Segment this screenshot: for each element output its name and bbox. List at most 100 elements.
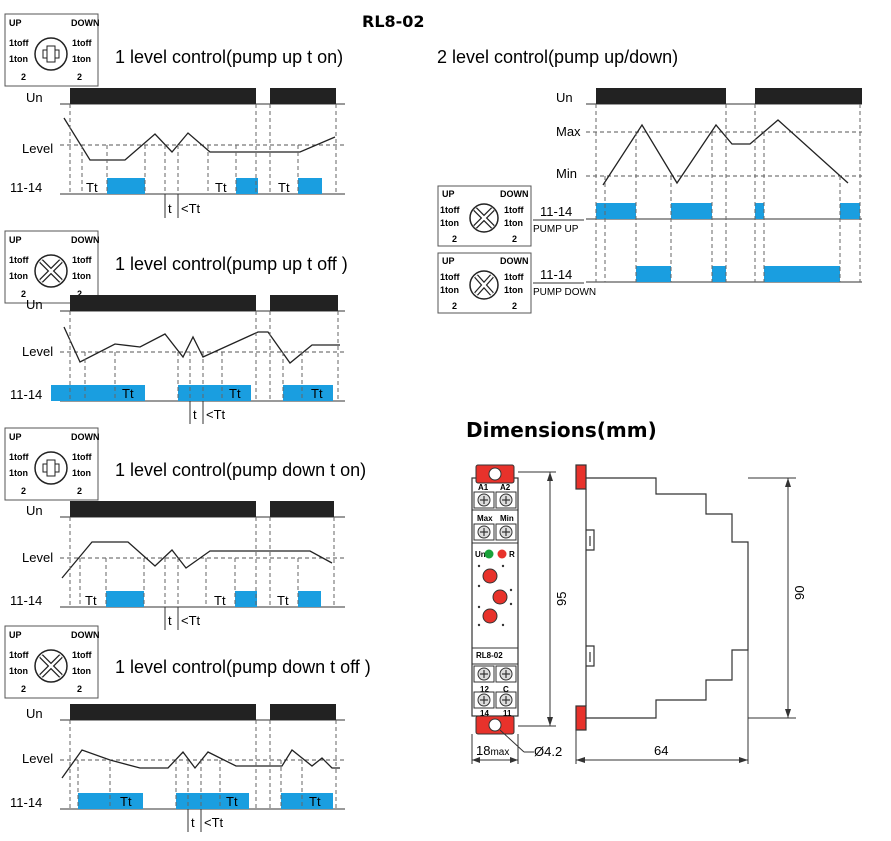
svg-text:t: t [168, 201, 172, 216]
svg-text:Tt: Tt [214, 593, 226, 608]
svg-text:Tt: Tt [122, 386, 134, 401]
svg-text:11-14: 11-14 [540, 204, 572, 219]
output-pulse [281, 793, 333, 809]
dim-height-total: 95 [554, 592, 569, 606]
svg-text:Un: Un [26, 503, 43, 518]
svg-text:1ton: 1ton [72, 54, 91, 64]
output-pulse [178, 385, 251, 401]
svg-text:2: 2 [21, 684, 26, 694]
svg-text:Tt: Tt [309, 794, 321, 809]
svg-text:Level: Level [22, 141, 53, 156]
supply-bar [70, 88, 256, 104]
svg-text:R: R [509, 550, 515, 559]
svg-text:1toff: 1toff [504, 205, 524, 215]
dim-width: 18max [476, 743, 509, 758]
svg-text:1ton: 1ton [72, 271, 91, 281]
svg-text:1toff: 1toff [72, 38, 92, 48]
svg-text:1toff: 1toff [9, 452, 29, 462]
svg-text:1ton: 1ton [9, 54, 28, 64]
output-pulse [176, 793, 249, 809]
svg-text:14: 14 [480, 709, 489, 718]
output-pulse [712, 266, 726, 282]
svg-text:Tt: Tt [215, 180, 227, 195]
level-curve [602, 119, 849, 186]
svg-text:Max: Max [477, 514, 493, 523]
device-side-view [575, 464, 749, 731]
output-pulse [764, 266, 840, 282]
panel-title: 1 level control(pump down t off ) [115, 657, 371, 677]
panel-pump-up-t-on: UP DOWN 1toff 1ton 1toff 1ton 2 2 1 leve… [4, 13, 345, 218]
svg-text:1toff: 1toff [440, 272, 460, 282]
svg-text:1toff: 1toff [9, 38, 29, 48]
supply-bar [270, 295, 338, 311]
svg-text:DOWN: DOWN [71, 630, 100, 640]
knob-icon[interactable] [482, 568, 498, 584]
svg-text:2: 2 [512, 234, 517, 244]
svg-text:1toff: 1toff [9, 255, 29, 265]
mode-switch: UP DOWN 1toff 1ton 1toff 1ton 2 2 [4, 230, 100, 304]
knob-icon[interactable] [482, 608, 498, 624]
output-pulse [236, 178, 258, 194]
svg-text:UP: UP [442, 189, 455, 199]
output-pulse [107, 178, 145, 194]
pump-up-label: PUMP UP [533, 224, 579, 235]
svg-text:DOWN: DOWN [500, 189, 529, 199]
switch-down-label: DOWN [71, 18, 100, 28]
level-curve [63, 117, 336, 161]
svg-text:DOWN: DOWN [71, 235, 100, 245]
svg-text:UP: UP [9, 630, 22, 640]
svg-text:2: 2 [77, 289, 82, 299]
dim-depth: 64 [654, 743, 668, 758]
svg-text:1toff: 1toff [9, 650, 29, 660]
svg-text:2: 2 [21, 289, 26, 299]
level-curve [61, 541, 333, 579]
svg-text:1toff: 1toff [72, 255, 92, 265]
pump-down-label: PUMP DOWN [533, 287, 596, 298]
dimensions-title: Dimensions(mm) [466, 418, 657, 442]
svg-text:t: t [191, 815, 195, 830]
svg-text:12: 12 [480, 685, 489, 694]
svg-text:UP: UP [9, 235, 22, 245]
svg-text:Tt: Tt [86, 180, 98, 195]
knob-icon[interactable] [492, 589, 508, 605]
device-front-view: A1 A2 Max Min Un R RL8-02 12 [471, 464, 519, 735]
output-pulse [298, 178, 322, 194]
mode-switch: UP DOWN 1toff 1ton 1toff 1ton 2 2 [4, 13, 100, 87]
svg-text:2: 2 [77, 72, 82, 82]
svg-text:<Tt: <Tt [181, 613, 201, 628]
svg-text:Un: Un [26, 90, 43, 105]
svg-text:1ton: 1ton [72, 666, 91, 676]
svg-text:Min: Min [500, 514, 514, 523]
svg-text:Tt: Tt [85, 593, 97, 608]
output-pulse [596, 203, 636, 219]
svg-text:t: t [168, 613, 172, 628]
output-pulse [51, 385, 145, 401]
svg-text:Tt: Tt [120, 794, 132, 809]
svg-text:11-14: 11-14 [10, 180, 42, 195]
panel-pump-down-t-on: UP DOWN 1toff 1ton 1toff 1ton 2 2 1 leve… [4, 427, 366, 630]
switch-up-label: UP [9, 18, 22, 28]
supply-bar [755, 88, 862, 104]
svg-text:Un: Un [475, 550, 486, 559]
svg-text:Un: Un [556, 90, 573, 105]
product-title: RL8-02 [362, 12, 425, 31]
svg-text:2: 2 [21, 72, 26, 82]
svg-text:1ton: 1ton [440, 218, 459, 228]
supply-bar [70, 295, 256, 311]
dimensions-section: Dimensions(mm) A1 A2 Max Min Un R [466, 418, 807, 764]
svg-text:Tt: Tt [277, 593, 289, 608]
output-pulse [636, 266, 671, 282]
svg-text:t: t [193, 407, 197, 422]
svg-text:1toff: 1toff [504, 272, 524, 282]
svg-text:UP: UP [9, 432, 22, 442]
output-pulse [235, 591, 257, 607]
svg-text:2: 2 [452, 301, 457, 311]
level-curve [61, 749, 340, 779]
svg-text:C: C [503, 685, 509, 694]
panel-two-level-control: 2 level control(pump up/down) Un Max Min… [437, 47, 862, 314]
panel-title: 2 level control(pump up/down) [437, 47, 678, 67]
svg-text:Un: Un [26, 297, 43, 312]
svg-text:11-14: 11-14 [10, 795, 42, 810]
panel-pump-down-t-off: UP DOWN 1toff 1ton 1toff 1ton 2 2 1 leve… [4, 625, 371, 832]
